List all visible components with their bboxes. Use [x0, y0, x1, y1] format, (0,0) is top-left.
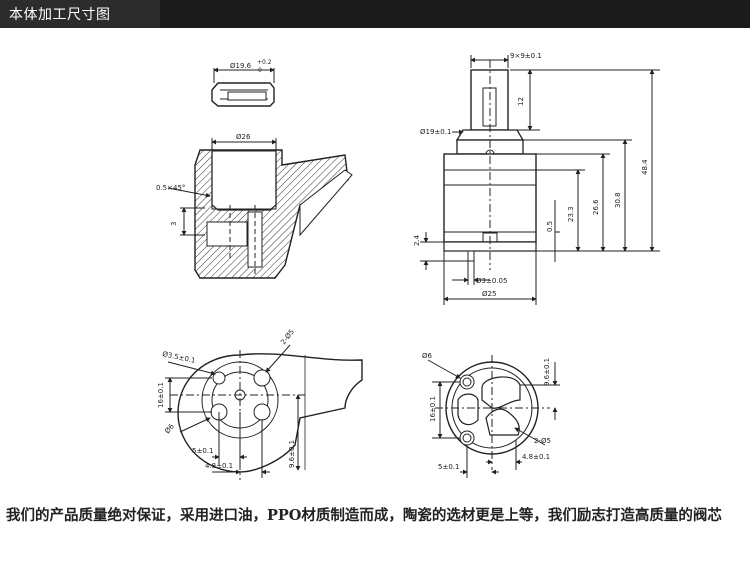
dim-height-0-5: 0.5 [546, 221, 554, 232]
product-description: 我们的产品质量绝对保证，采用进口油，PPO材质制造而成，陶瓷的选材更是上等，我们… [6, 507, 722, 524]
seal-ring-drawing [211, 67, 275, 107]
page-title: 本体加工尺寸图 [9, 7, 111, 23]
dim-chamfer: 0.5×45° [156, 184, 185, 192]
dim-16-left: 16±0.1 [157, 382, 165, 408]
technical-drawing: Ø19.6 +0.2 0 Ø26 0.5×45° 3 9×9±0.1 12 Ø1… [156, 52, 660, 480]
body-top-view-drawing [165, 344, 363, 480]
dim-pin-dia: Ø3±0.05 [476, 277, 507, 285]
dim-height-23-3: 23.3 [567, 206, 575, 222]
dim-stem-height: 12 [517, 97, 525, 106]
dim-height-2-4: 2.4 [413, 234, 421, 246]
dim-total-height: 48.4 [641, 159, 649, 175]
dim-4-8-right: 4.8±0.1 [522, 453, 550, 461]
dim-ring-tol-bot: 0 [258, 67, 262, 74]
dim-5-right: 5±0.1 [438, 463, 459, 471]
dim-base-dia: Ø25 [482, 290, 496, 298]
cartridge-bottom-view-drawing [427, 355, 560, 478]
cartridge-side-drawing [420, 55, 660, 305]
dim-phi6-right: Ø6 [422, 352, 433, 360]
body-section-drawing [167, 138, 353, 279]
page-header: 本体加工尺寸图 [0, 0, 750, 28]
dim-ring-tol-top: +0.2 [257, 59, 272, 66]
dim-hole-3-5: Ø3.5±0.1 [162, 350, 197, 365]
dim-depth: 3 [170, 222, 178, 226]
dim-body-dia: Ø26 [236, 133, 251, 141]
dim-4-8-left: 4.8±0.1 [205, 462, 233, 470]
dim-5-left: 5±0.1 [192, 447, 213, 455]
dim-stem-size: 9×9±0.1 [510, 52, 542, 60]
dim-2-holes-right: 2-Ø5 [534, 437, 551, 445]
dim-9-6-left: 9.6±0.1 [288, 440, 296, 468]
dim-neck-dia: Ø19±0.1 [420, 128, 451, 136]
dim-height-30-8: 30.8 [614, 192, 622, 208]
dim-ring-dia: Ø19.6 [230, 62, 252, 70]
dim-9-6-right: 9.6±0.1 [543, 358, 551, 386]
dim-phi6-left: Ø6 [163, 422, 176, 435]
dim-height-26-6: 26.6 [592, 199, 600, 215]
dim-2-holes-left: 2-Ø5 [279, 328, 296, 346]
header-tab [0, 0, 160, 28]
dim-16-right: 16±0.1 [429, 396, 437, 422]
